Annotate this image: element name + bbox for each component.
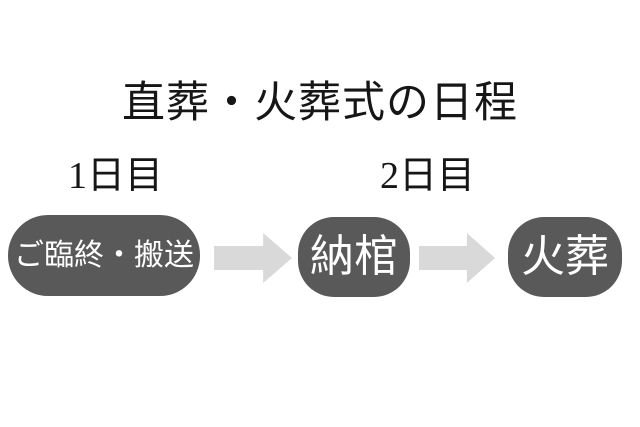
right-arrow-icon [419, 233, 495, 283]
diagram-title: 直葬・火葬式の日程 [122, 80, 518, 127]
right-arrow-icon [214, 233, 292, 283]
day-1-label: 1日目 [68, 155, 164, 197]
step-encoffining: 納棺 [298, 217, 410, 297]
step-deathbed-transport: ご臨終・搬送 [8, 215, 200, 296]
day-2-label: 2日目 [380, 155, 476, 197]
step-cremation: 火葬 [508, 217, 622, 297]
